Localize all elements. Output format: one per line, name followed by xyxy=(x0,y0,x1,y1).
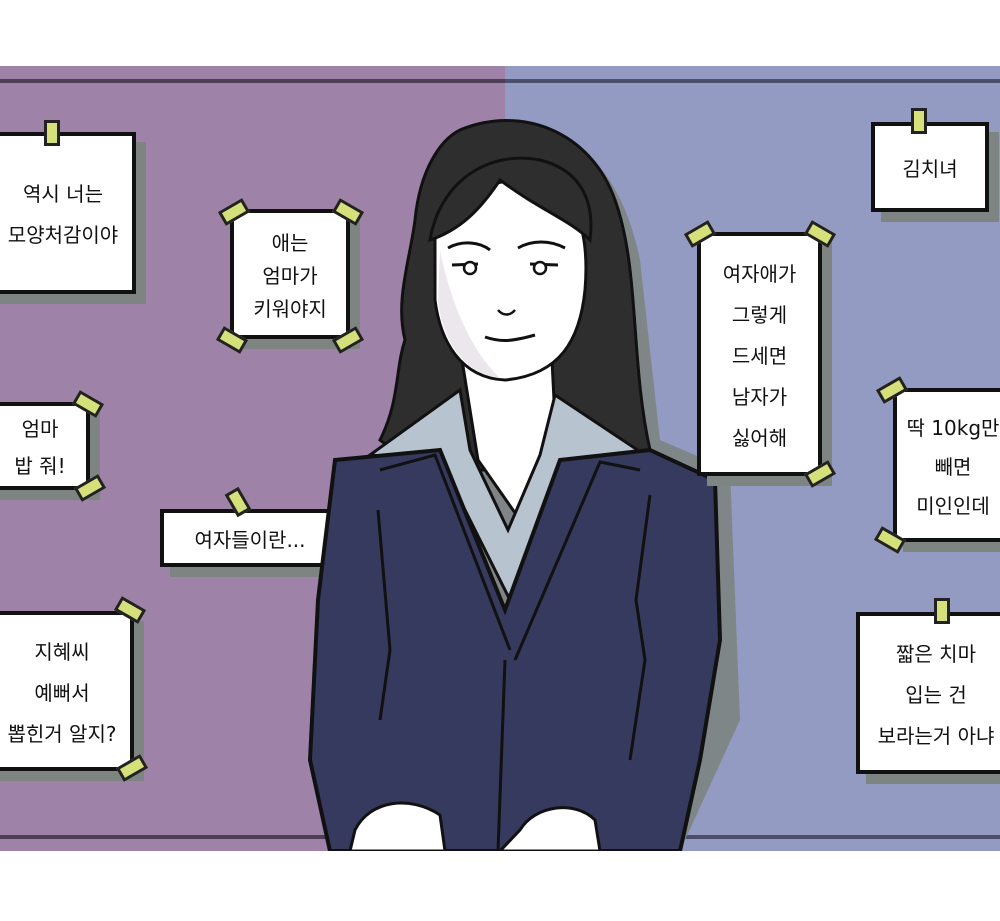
note-kimchi-girl: 김치녀 xyxy=(871,122,989,212)
tape xyxy=(934,598,950,624)
note-mother-raise: 애는 엄마가 키워야지 xyxy=(230,209,350,339)
note-text: 드세면 xyxy=(731,343,788,368)
wall-rail-top xyxy=(0,79,1000,83)
note-text: 미인인데 xyxy=(916,493,990,518)
note-left-top: 역시 너는 모양처감이야 xyxy=(0,132,136,294)
note-women-are: 여자들이란... xyxy=(160,509,340,567)
note-too-strong: 여자애가 그렇게 드세면 남자가 싫어해 xyxy=(697,232,822,476)
note-short-skirt: 짧은 치마 입는 건 보라는거 아냐 xyxy=(856,612,1000,774)
note-text: 엄마 xyxy=(21,417,59,441)
note-text: 애는 xyxy=(271,230,309,255)
note-text: 남자가 xyxy=(731,384,788,409)
note-text: 엄마가 xyxy=(262,263,318,288)
note-lose-10kg: 딱 10kg만 빼면 미인인데 xyxy=(893,388,1000,542)
note-text: 예뻐서 xyxy=(34,680,90,705)
note-text: 뽑힌거 알지? xyxy=(7,721,117,746)
note-mom-food: 엄마 밥 줘! xyxy=(0,402,90,490)
tape xyxy=(44,120,60,146)
note-text: 딱 10kg만 xyxy=(906,415,1000,440)
note-text: 여자들이란... xyxy=(194,527,306,552)
note-text: 짧은 치마 xyxy=(896,641,976,666)
note-text: 그렇게 xyxy=(731,302,788,327)
note-text: 김치녀 xyxy=(902,156,958,181)
note-text: 빼면 xyxy=(934,454,972,479)
note-text: 여자애가 xyxy=(722,261,797,286)
woman-in-suit-illustration xyxy=(307,119,740,851)
note-text: 입는 건 xyxy=(905,682,967,707)
note-pretty-hired: 지혜씨 예뻐서 뽑힌거 알지? xyxy=(0,611,134,771)
note-text: 역시 너는 xyxy=(23,182,103,206)
comic-panel: 역시 너는 모양처감이야 애는 엄마가 키워야지 엄마 밥 줘! 여자들이란..… xyxy=(0,66,1000,851)
note-text: 밥 줘! xyxy=(14,454,66,478)
note-text: 키워야지 xyxy=(253,296,327,321)
note-text: 싫어해 xyxy=(731,425,788,450)
tape xyxy=(911,108,927,134)
note-text: 지혜씨 xyxy=(34,639,90,664)
note-text: 보라는거 아냐 xyxy=(877,723,995,748)
note-text: 모양처감이야 xyxy=(7,223,119,247)
